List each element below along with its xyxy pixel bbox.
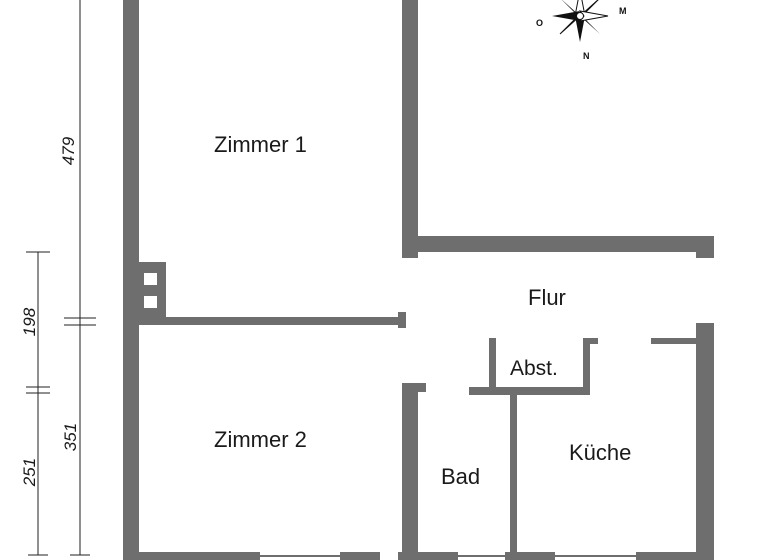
wall-bottom-4 xyxy=(505,552,555,560)
room-label-zimmer2: Zimmer 2 xyxy=(214,427,307,452)
wall-kueche-top xyxy=(651,338,699,344)
wall-bottom-1 xyxy=(123,552,260,560)
room-label-bad: Bad xyxy=(441,464,480,489)
wall-bottom-2 xyxy=(340,552,380,560)
wall-zimmer1-zimmer2 xyxy=(139,317,402,325)
wall-bad-kueche xyxy=(510,390,517,560)
door-jamb-stub xyxy=(398,312,406,328)
compass-letter-m: M xyxy=(619,6,627,16)
room-label-kueche: Küche xyxy=(569,440,631,465)
dimension-251: 251 xyxy=(20,458,39,487)
wall-abst-top xyxy=(583,338,598,344)
wall-flur-top-end xyxy=(696,236,714,258)
wall-left-outer xyxy=(123,0,139,560)
wall-abst-right xyxy=(583,338,590,395)
wall-right-outer xyxy=(696,323,714,560)
compass-rose: O M N xyxy=(536,0,627,61)
compass-center xyxy=(576,12,584,20)
room-label-abst: Abst. xyxy=(510,357,558,380)
wall-flur-top xyxy=(402,236,714,252)
compass-letter-n: N xyxy=(583,51,590,61)
dimension-479: 479 xyxy=(59,136,78,165)
wall-abst-left xyxy=(489,338,496,390)
compass-point-east xyxy=(578,10,609,22)
wall-bottom-5 xyxy=(636,552,714,560)
walls xyxy=(123,0,714,560)
wall-zimmer2-right xyxy=(402,383,418,560)
dimension-351: 351 xyxy=(61,423,80,451)
wall-bottom-3 xyxy=(398,552,458,560)
dimension-198: 198 xyxy=(20,307,39,336)
chimney-block xyxy=(139,262,166,317)
shaft-opening-upper xyxy=(144,273,157,285)
room-label-zimmer1: Zimmer 1 xyxy=(214,132,307,157)
compass-point-west xyxy=(552,11,580,21)
room-label-flur: Flur xyxy=(528,285,566,310)
wall-stub-bad-top xyxy=(402,383,426,392)
dimension-lines: 479 198 351 251 xyxy=(20,0,96,556)
compass-letter-o: O xyxy=(536,18,543,28)
room-labels: Zimmer 1 Zimmer 2 Flur Abst. Bad Küche xyxy=(214,132,631,489)
shaft-opening-lower xyxy=(144,296,157,308)
wall-zimmer1-right xyxy=(402,0,418,258)
wall-bad-top xyxy=(469,387,588,395)
